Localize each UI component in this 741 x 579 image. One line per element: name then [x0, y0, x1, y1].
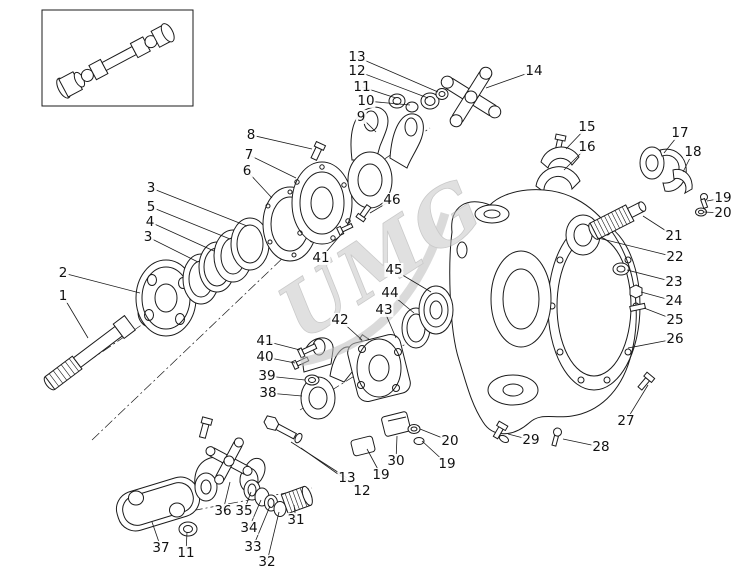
- inset-driveshaft: [41, 9, 194, 107]
- part-label-16-16: 16: [577, 138, 597, 155]
- part-label-19-19: 19: [713, 189, 733, 206]
- part-label-29-45: 29: [521, 431, 541, 448]
- part-label-17-17: 17: [670, 124, 690, 141]
- part-36-spider-cross: [205, 437, 253, 485]
- part-label-8-6: 8: [245, 126, 257, 143]
- part-8-bolt: [310, 140, 327, 161]
- part-45-bearing: [418, 285, 454, 335]
- leader-line-3-9: [150, 187, 248, 227]
- leader-line-3-12: [147, 236, 199, 263]
- part-1-shaft: [43, 314, 136, 391]
- leader-line-32-50: [266, 511, 280, 563]
- part-28-bolt: [551, 427, 563, 447]
- part-label-41-33: 41: [255, 332, 275, 349]
- part-label-43-31: 43: [374, 301, 394, 318]
- part-label-3-9: 3: [145, 179, 157, 196]
- part-label-1-14: 1: [57, 287, 69, 304]
- part-17-18-fork: [639, 146, 693, 195]
- leader-line-4-11: [149, 221, 215, 252]
- part-label-2-13: 2: [57, 264, 69, 281]
- part-10-13-washers: [388, 88, 449, 113]
- part-label-19-40: 19: [371, 466, 391, 483]
- part-16-bearing-caps: [535, 146, 581, 194]
- part-label-46-27: 46: [382, 191, 402, 208]
- part-label-13-0: 13: [347, 48, 367, 65]
- part-label-28-44: 28: [591, 438, 611, 455]
- part-label-45-29: 45: [384, 261, 404, 278]
- part-label-20-20: 20: [713, 204, 733, 221]
- part-label-44-30: 44: [380, 284, 400, 301]
- part-label-9-4: 9: [355, 108, 367, 125]
- part-label-42-32: 42: [330, 311, 350, 328]
- part-label-11-53: 11: [176, 544, 196, 561]
- leader-line-5-10: [150, 206, 231, 240]
- part-46-bolt: [355, 204, 372, 223]
- part-3-4-5-rings: [182, 217, 270, 305]
- part-label-39-35: 39: [257, 367, 277, 384]
- part-21-22-splined-shaft: [588, 201, 647, 240]
- part-30-bracket: [350, 411, 425, 457]
- part-label-12-1: 12: [347, 62, 367, 79]
- part-label-36-46: 36: [213, 502, 233, 519]
- part-label-32-50: 32: [257, 553, 277, 570]
- part-label-5-10: 5: [145, 198, 157, 215]
- part-label-33-49: 33: [243, 538, 263, 555]
- part-label-30-39: 30: [386, 452, 406, 469]
- leader-line-13-0: [356, 56, 439, 93]
- part-32-35-rings: [243, 479, 287, 517]
- part-37-flange-plate: [115, 476, 201, 532]
- part-label-25-25: 25: [665, 311, 685, 328]
- part-label-34-48: 34: [239, 519, 259, 536]
- part-label-27-43: 27: [616, 412, 636, 429]
- part-43-flange: [347, 333, 411, 403]
- part-27-bolt: [637, 371, 656, 391]
- part-label-40-34: 40: [255, 348, 275, 365]
- part-label-3-12: 3: [142, 228, 154, 245]
- part-label-22-22: 22: [665, 248, 685, 265]
- part-7-bearing-cover: [291, 161, 353, 245]
- part-label-15-15: 15: [577, 118, 597, 135]
- leader-line-22-22: [597, 237, 676, 258]
- part-23-24-25-fasteners: [612, 262, 647, 312]
- part-31-splined-sleeve: [280, 485, 313, 515]
- part-label-19-38: 19: [437, 455, 457, 472]
- part-26-knuckle-housing: [449, 189, 641, 435]
- part-label-21-21: 21: [664, 227, 684, 244]
- part-label-14-5: 14: [524, 62, 544, 79]
- leader-line-8-6: [250, 134, 313, 150]
- part-14-spider-cross: [440, 66, 502, 128]
- part-12-13-bolt: [263, 415, 303, 444]
- part-label-38-36: 38: [258, 384, 278, 401]
- part-29-bolt: [492, 420, 510, 444]
- part-label-24-24: 24: [664, 292, 684, 309]
- part-19-20-right-fasteners: [695, 193, 709, 217]
- leader-line-2-13: [62, 272, 141, 294]
- part-label-7-7: 7: [243, 146, 255, 163]
- leader-line-7-7: [248, 154, 297, 179]
- part-label-41-28: 41: [311, 249, 331, 266]
- part-label-35-47: 35: [234, 502, 254, 519]
- part-label-23-23: 23: [664, 273, 684, 290]
- part-label-18-18: 18: [683, 143, 703, 160]
- part-label-20-37: 20: [440, 432, 460, 449]
- part-label-10-3: 10: [356, 92, 376, 109]
- part-label-12-42: 12: [352, 482, 372, 499]
- part-label-37-52: 37: [151, 539, 171, 556]
- part-label-4-11: 4: [144, 213, 156, 230]
- part-lower-bolt: [198, 416, 213, 439]
- part-label-6-8: 6: [241, 162, 253, 179]
- leader-line-12-1: [356, 70, 429, 99]
- part-11-ring: [178, 521, 198, 537]
- part-label-31-51: 31: [286, 511, 306, 528]
- part-label-26-26: 26: [665, 330, 685, 347]
- part-label-13-41: 13: [337, 469, 357, 486]
- part-label-11-2: 11: [352, 78, 372, 95]
